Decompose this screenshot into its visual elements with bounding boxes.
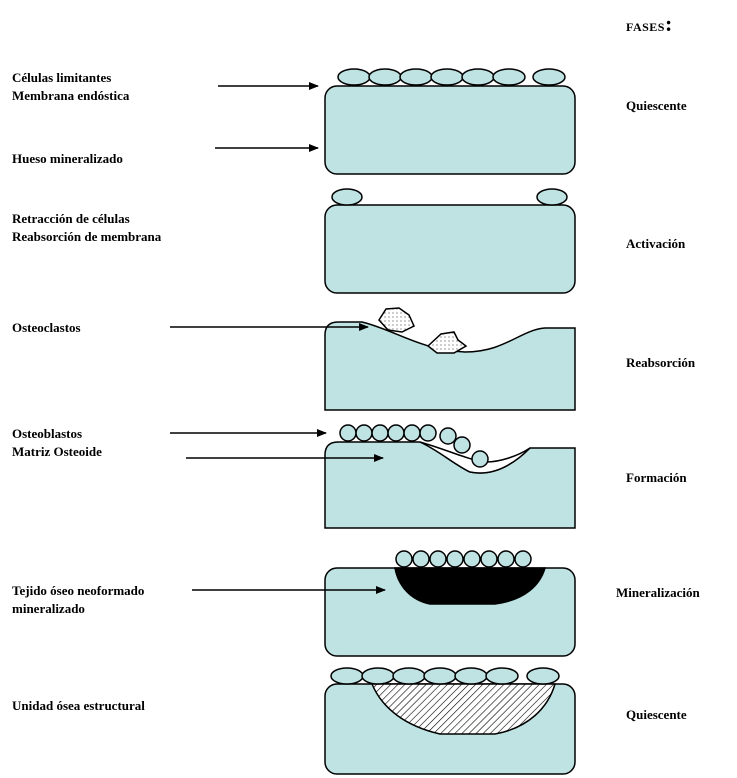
retracted-cells	[332, 189, 567, 205]
osteoblasts-row	[396, 551, 531, 567]
bone-block	[325, 205, 575, 293]
osteoclast-1	[379, 308, 414, 332]
panel-activacion	[325, 189, 575, 293]
panel-quiescente-final	[325, 668, 575, 774]
panel-mineralizacion	[325, 551, 575, 656]
lining-cells	[338, 69, 565, 85]
panel-quiescente	[325, 69, 575, 174]
bone-block	[325, 86, 575, 174]
panel-reabsorcion	[325, 308, 575, 410]
lining-cells	[331, 668, 559, 684]
osteoclast-2	[428, 332, 466, 353]
panel-formacion	[325, 425, 575, 528]
